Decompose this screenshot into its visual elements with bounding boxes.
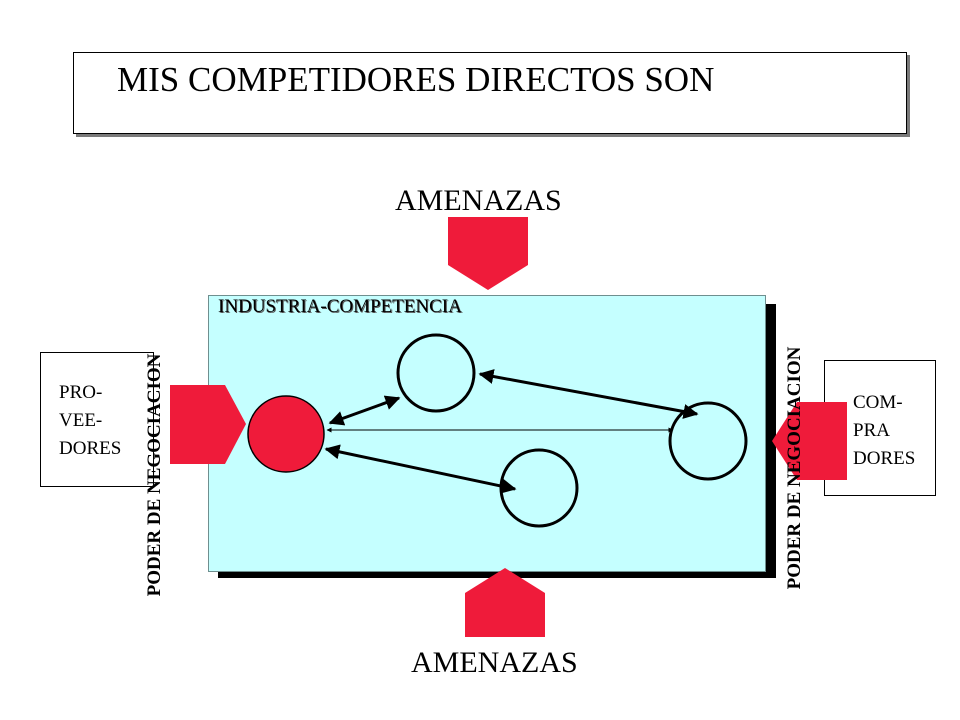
threat-arrow-bottom <box>465 568 545 637</box>
competitor-circle-top <box>396 333 476 413</box>
buyers-label-line-1: COM- <box>853 392 903 413</box>
bargaining-arrow-right <box>772 402 847 480</box>
suppliers-label: PRO- VEE- DORES <box>59 379 121 463</box>
rivalry-arrow-own-top <box>328 395 401 426</box>
rivalry-arrow-own-bottom <box>324 444 517 494</box>
own-company-circle <box>247 395 325 473</box>
suppliers-label-line-1: PRO- <box>59 382 103 403</box>
competitor-circle-right <box>668 401 748 481</box>
threat-arrow-top <box>448 217 528 290</box>
industry-label: INDUSTRIA-COMPETENCIA <box>218 296 462 317</box>
page-title: MIS COMPETIDORES DIRECTOS SON <box>117 60 715 99</box>
bargaining-arrow-left <box>170 385 246 464</box>
buyers-label: COM- PRA DORES <box>853 389 915 473</box>
threats-top-label: AMENAZAS <box>395 184 562 217</box>
suppliers-box <box>40 352 154 487</box>
buyers-label-line-2: PRA <box>853 420 890 441</box>
bargaining-power-right-label: PODER DE NEGOCIACION <box>784 346 805 590</box>
threats-bottom-label: AMENAZAS <box>411 646 578 679</box>
rivalry-arrow-top-right <box>478 369 699 419</box>
suppliers-label-line-2: VEE- <box>59 410 103 431</box>
title-box <box>73 52 907 134</box>
buyers-label-line-3: DORES <box>853 448 916 469</box>
suppliers-label-line-3: DORES <box>59 438 122 459</box>
bargaining-power-left-label: PODER DE NEGOCIACION <box>144 353 165 597</box>
